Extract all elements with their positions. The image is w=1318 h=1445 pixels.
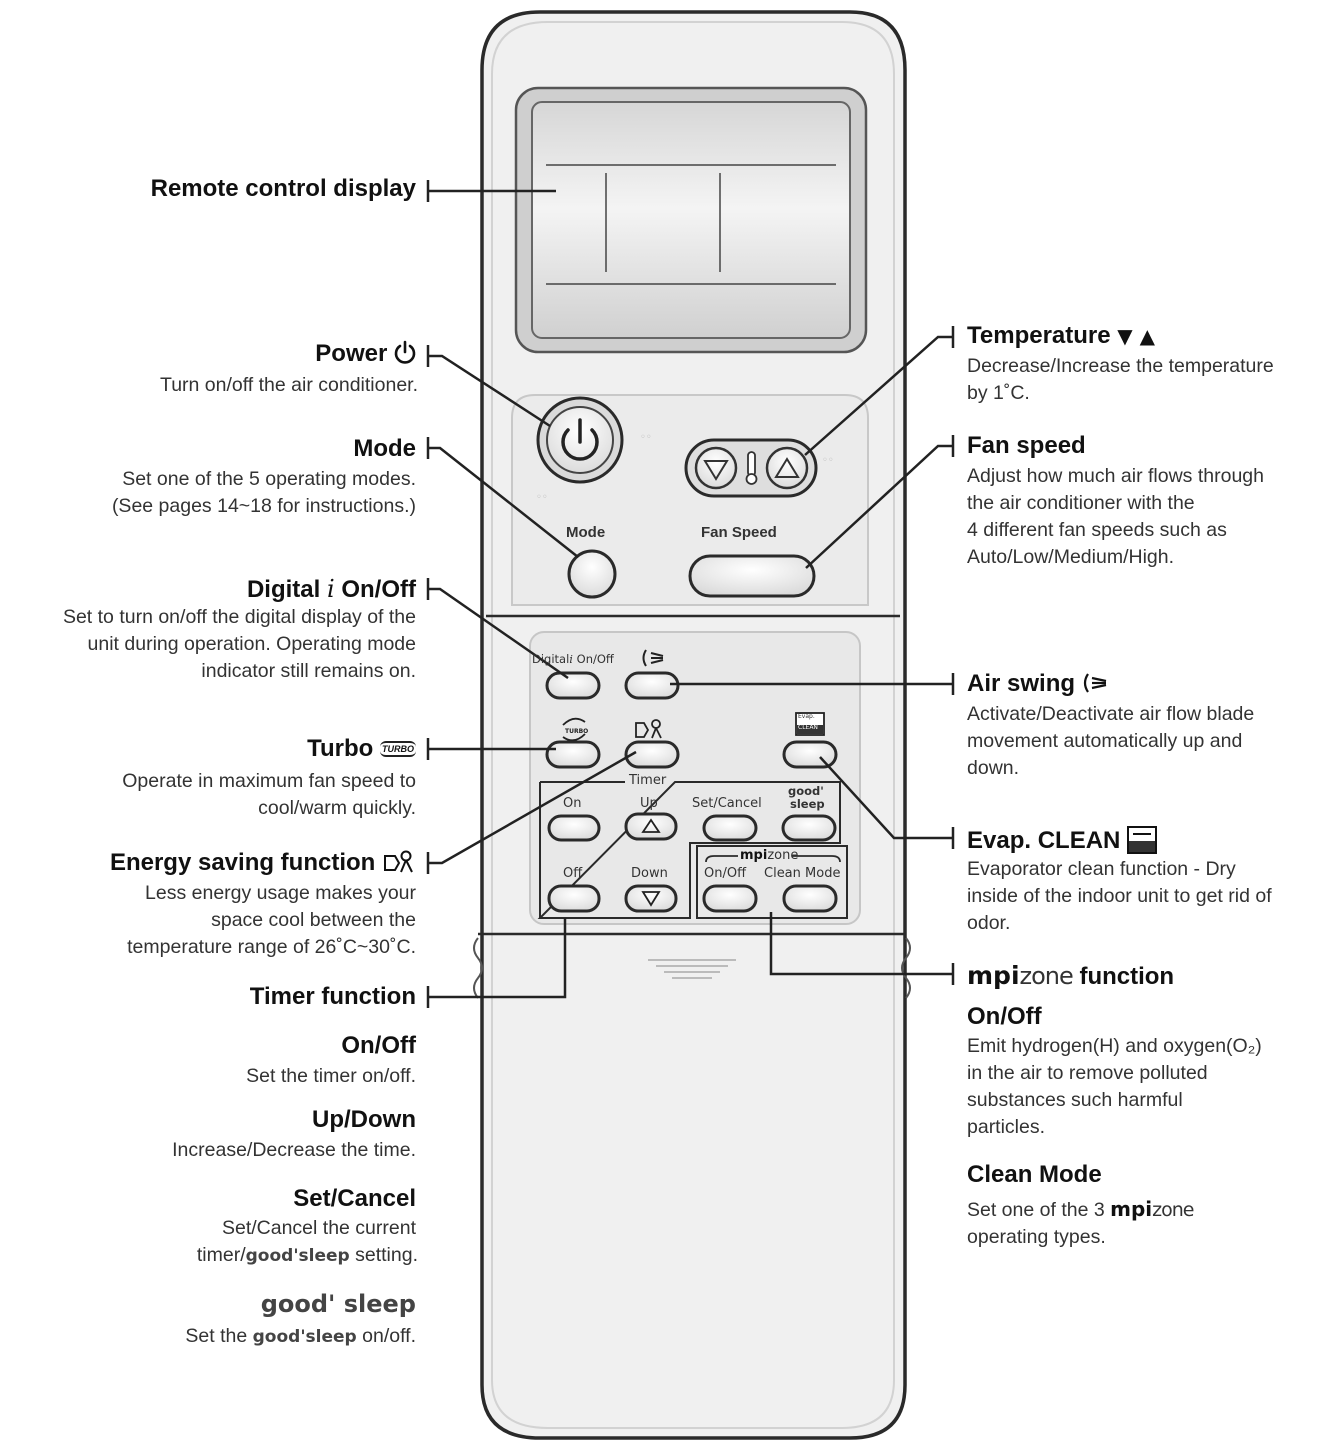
- mode-button: [567, 549, 617, 599]
- remote-timer-off-label: Off: [563, 866, 583, 881]
- display-screen: [531, 101, 851, 339]
- remote-timer-label: Timer: [629, 773, 667, 788]
- timer-off-button: [547, 884, 601, 913]
- leader-lines: [426, 180, 955, 1008]
- mode-desc: Set one of the 5 operating modes.(See pa…: [111, 468, 416, 517]
- power-title: Power: [315, 340, 416, 367]
- remote-mode-label: Mode: [566, 524, 606, 541]
- mpizone-onoff-desc: Emit hydrogen(H) and oxygen(O₂)in the ai…: [967, 1035, 1262, 1138]
- power-icon: [561, 428, 599, 461]
- remote-evap-label: Evap.CLEAN: [798, 713, 818, 731]
- mpizone-clean-desc: Set one of the 3 mpizone operating types…: [967, 1197, 1194, 1248]
- svg-text:◦◦: ◦◦: [822, 455, 834, 466]
- fan-speed-title: Fan speed: [967, 432, 1086, 459]
- mode-title: Mode: [353, 435, 416, 462]
- timer-onoff-desc: Set the timer on/off.: [246, 1065, 416, 1087]
- remote-fan-speed-label: Fan Speed: [701, 524, 777, 541]
- triangle-up-icon: [774, 457, 800, 478]
- thermometer-icon: [747, 451, 756, 477]
- digital-onoff-button: [545, 671, 601, 700]
- timer-updown-title: Up/Down: [312, 1106, 416, 1133]
- air-swing-title: Air swing: [967, 670, 1108, 697]
- energy-title: Energy saving function: [110, 849, 416, 876]
- mpizone-title: mpizone function: [967, 961, 1175, 990]
- temp-down-button: [694, 446, 738, 490]
- timer-on-button: [547, 814, 601, 842]
- energy-saving-icon: [635, 719, 662, 739]
- remote-mpi-cleanmode-label: Clean Mode: [764, 866, 841, 881]
- svg-text:◦◦: ◦◦: [640, 432, 652, 443]
- good-sleep-button: [781, 814, 837, 842]
- air-swing-icon: [642, 649, 664, 667]
- power-desc: Turn on/off the air conditioner.: [160, 374, 418, 396]
- remote-display-title: Remote control display: [150, 175, 416, 202]
- temperature-title: Temperature ▼ ▲: [967, 322, 1156, 349]
- turbo-title-icon: TURBO: [380, 741, 416, 757]
- temp-up-button: [765, 446, 809, 490]
- timer-title: Timer function: [249, 983, 416, 1010]
- energy-title-icon: [382, 850, 416, 874]
- digital-title: Digital i On/Off: [246, 575, 416, 603]
- remote-good-label: good': [788, 784, 824, 798]
- timer-down-button: [624, 884, 678, 913]
- remote-sleep-label: sleep: [790, 797, 825, 811]
- remote-timer-on-label: On: [563, 796, 582, 811]
- mpizone-onoff-title: On/Off: [967, 1003, 1042, 1030]
- remote-timer-setcancel-label: Set/Cancel: [692, 796, 762, 811]
- timer-up-button: [624, 812, 678, 841]
- turbo-title: Turbo TURBO: [307, 735, 416, 762]
- timer-updown-desc: Increase/Decrease the time.: [172, 1139, 416, 1161]
- remote-timer-up-label: Up: [640, 796, 658, 811]
- timer-onoff-title: On/Off: [341, 1032, 416, 1059]
- digital-desc: Set to turn on/off the digital display o…: [62, 606, 416, 682]
- turbo-icon: [562, 717, 586, 742]
- timer-setcancel-button: [702, 814, 758, 842]
- remote-timer-down-label: Down: [631, 866, 668, 881]
- energy-saving-button: [624, 740, 680, 769]
- remote-mpi-onoff-label: On/Off: [704, 866, 747, 881]
- mpi-cleanmode-button: [782, 884, 838, 913]
- remote-mpizone-label: mpizone: [740, 848, 799, 863]
- svg-text:TURBO: TURBO: [565, 728, 588, 735]
- evap-clean-button: [782, 740, 838, 769]
- air-swing-title-icon: [1082, 671, 1108, 695]
- air-swing-button: [624, 671, 680, 700]
- temperature-arrows-icon: ▼ ▲: [1117, 324, 1156, 348]
- mpizone-clean-title: Clean Mode: [967, 1161, 1102, 1188]
- timer-setcancel-desc: Set/Cancel the current timer/good'sleep …: [196, 1217, 418, 1266]
- fan-speed-button: [688, 554, 816, 598]
- evap-title-icon: [1127, 826, 1158, 854]
- remote-digital-label: Digitali On/Off: [532, 652, 614, 666]
- turbo-button: [545, 740, 601, 769]
- evap-title: Evap. CLEAN: [967, 826, 1158, 854]
- triangle-down-icon: [703, 460, 729, 481]
- goodsleep-desc: Set the good'sleep on/off.: [185, 1325, 416, 1347]
- timer-setcancel-title: Set/Cancel: [293, 1185, 416, 1212]
- svg-text:◦◦: ◦◦: [536, 492, 548, 503]
- power-title-icon: [394, 340, 416, 364]
- goodsleep-title: good' sleep: [260, 1290, 416, 1318]
- mpi-onoff-button: [702, 884, 758, 913]
